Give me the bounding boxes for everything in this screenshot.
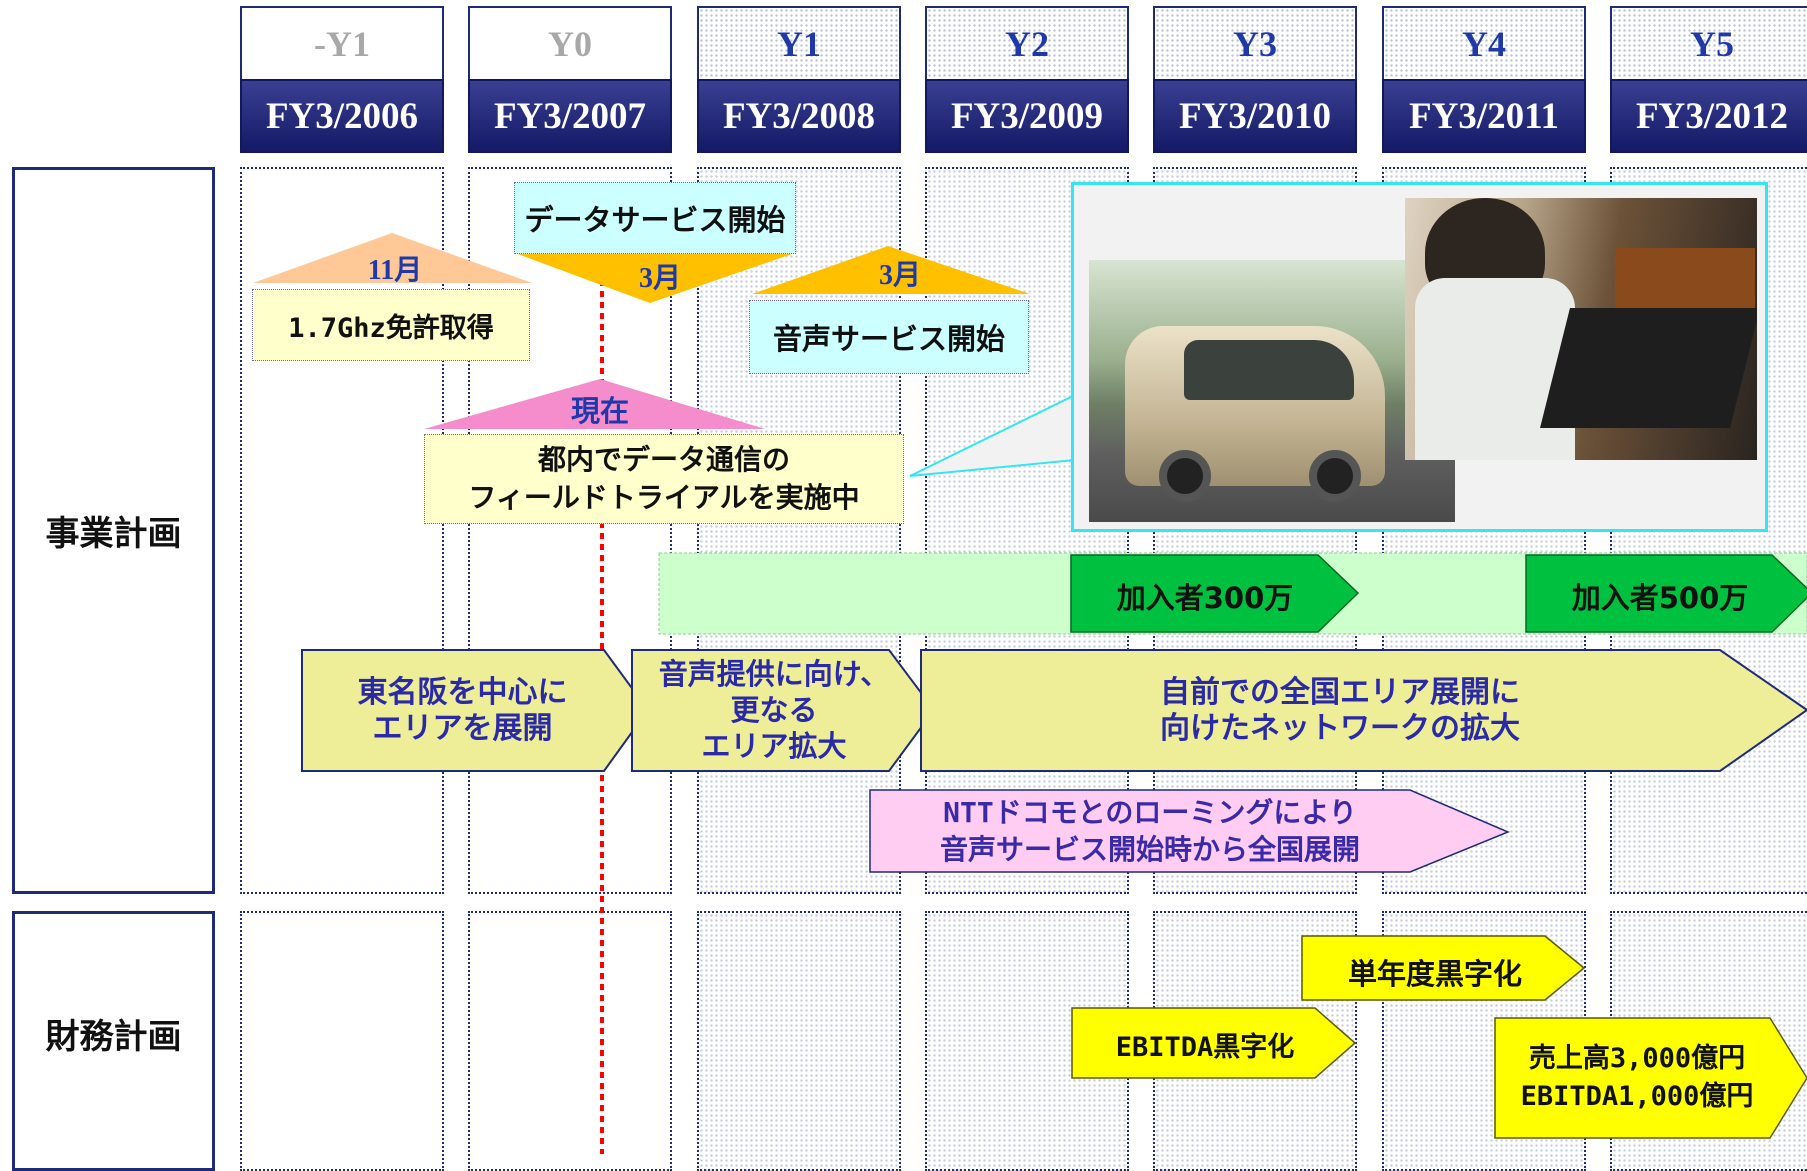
annual-profit-arrow[interactable] — [1301, 935, 1586, 1001]
subscriber-500-arrow[interactable] — [1525, 554, 1807, 633]
now-triangle — [424, 379, 765, 429]
section-finance: 財務計画 — [12, 911, 215, 1171]
license-month-label: 11月 — [367, 255, 423, 286]
targets-arrow[interactable] — [1494, 1017, 1807, 1139]
data-service-box[interactable]: データサービス開始 — [514, 182, 796, 254]
fiscal-year-label-5: FY3/2011 — [1382, 79, 1586, 153]
targets-label: 売上高3,000億円 EBITDA1,000億円 — [1520, 1043, 1754, 1112]
year-label-4: Y3 — [1153, 6, 1357, 79]
annual-profit-label: 単年度黒字化 — [1347, 957, 1522, 991]
subscriber-300-arrow[interactable] — [1070, 554, 1360, 633]
fiscal-year-label-3: FY3/2009 — [925, 79, 1129, 153]
year-label-1: Y0 — [468, 6, 672, 79]
photo-panel — [1071, 182, 1768, 532]
data-service-triangle — [515, 253, 795, 303]
subscriber-300-label: 加入者300万 — [1116, 581, 1294, 615]
fiscal-year-label-6: FY3/2012 — [1610, 79, 1807, 153]
area-phase2-label: 音声提供に向け、 更なる エリア拡大 — [658, 657, 890, 763]
fiscal-year-label-4: FY3/2010 — [1153, 79, 1357, 153]
area-phase1-label: 東名阪を中心に エリアを展開 — [357, 675, 568, 746]
data-service-text: データサービス開始 — [524, 203, 786, 237]
section-business-label: 事業計画 — [45, 514, 182, 554]
year-label-2: Y1 — [697, 6, 901, 79]
voice-service-box[interactable]: 音声サービス開始 — [749, 300, 1029, 374]
license-box[interactable]: 1.7Ghz免許取得 — [252, 289, 530, 361]
year-label-6: Y5 — [1610, 6, 1807, 79]
ebitda-label: EBITDA黒字化 — [1115, 1032, 1295, 1063]
data-service-month-label: 3月 — [638, 263, 681, 294]
license-text: 1.7Ghz免許取得 — [288, 312, 494, 344]
subscriber-500-label: 加入者500万 — [1571, 581, 1749, 615]
fiscal-year-label-1: FY3/2007 — [468, 79, 672, 153]
finance-column-2 — [697, 911, 901, 1171]
business-column-0 — [240, 167, 444, 894]
section-business: 事業計画 — [12, 167, 215, 894]
area-phase2-arrow[interactable] — [631, 649, 936, 772]
roaming-label: NTTドコモとのローミングにより 音声サービス開始時から全国展開 — [939, 796, 1360, 866]
license-triangle — [253, 233, 532, 283]
now-label: 現在 — [570, 394, 629, 428]
minivan-photo — [1089, 260, 1455, 522]
area-phase3-arrow[interactable] — [920, 649, 1807, 772]
year-label-3: Y2 — [925, 6, 1129, 79]
area-phase1-arrow[interactable] — [301, 649, 650, 772]
business-column-1 — [468, 167, 672, 894]
year-label-0: -Y1 — [240, 6, 444, 79]
trial-box[interactable]: 都内でデータ通信の フィールドトライアルを実施中 — [424, 434, 904, 524]
fiscal-year-label-2: FY3/2008 — [697, 79, 901, 153]
voice-service-triangle — [752, 246, 1030, 294]
voice-service-text: 音声サービス開始 — [772, 322, 1005, 356]
section-finance-label: 財務計画 — [45, 1017, 182, 1057]
fiscal-year-label-0: FY3/2006 — [240, 79, 444, 153]
callout-pointer — [909, 393, 1076, 477]
ebitda-arrow[interactable] — [1071, 1007, 1357, 1079]
area-phase3-label: 自前での全国エリア展開に 向けたネットワークの拡大 — [1160, 675, 1520, 746]
year-label-5: Y4 — [1382, 6, 1586, 79]
trial-text: 都内でデータ通信の フィールドトライアルを実施中 — [468, 443, 860, 514]
voice-service-month-label: 3月 — [878, 260, 921, 291]
roaming-arrow[interactable] — [869, 789, 1510, 873]
laptop-in-car-photo — [1405, 198, 1757, 460]
